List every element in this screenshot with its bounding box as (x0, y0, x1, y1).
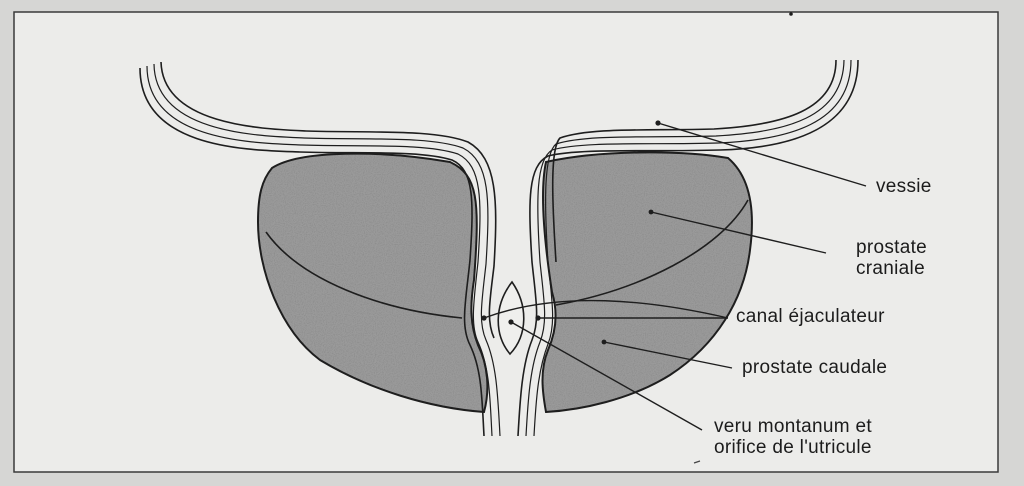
label-veru-montanum-line1: veru montanum et (714, 416, 872, 438)
label-prostate-craniale-line1: prostate (856, 237, 927, 259)
label-prostate-caudale: prostate caudale (742, 357, 887, 379)
label-vessie: vessie (876, 176, 932, 198)
label-canal-ejaculateur: canal éjaculateur (736, 306, 885, 328)
label-prostate-craniale-line2: craniale (856, 258, 925, 280)
paper-sheet (14, 12, 998, 472)
label-veru-montanum-line2: orifice de l'utricule (714, 437, 872, 459)
